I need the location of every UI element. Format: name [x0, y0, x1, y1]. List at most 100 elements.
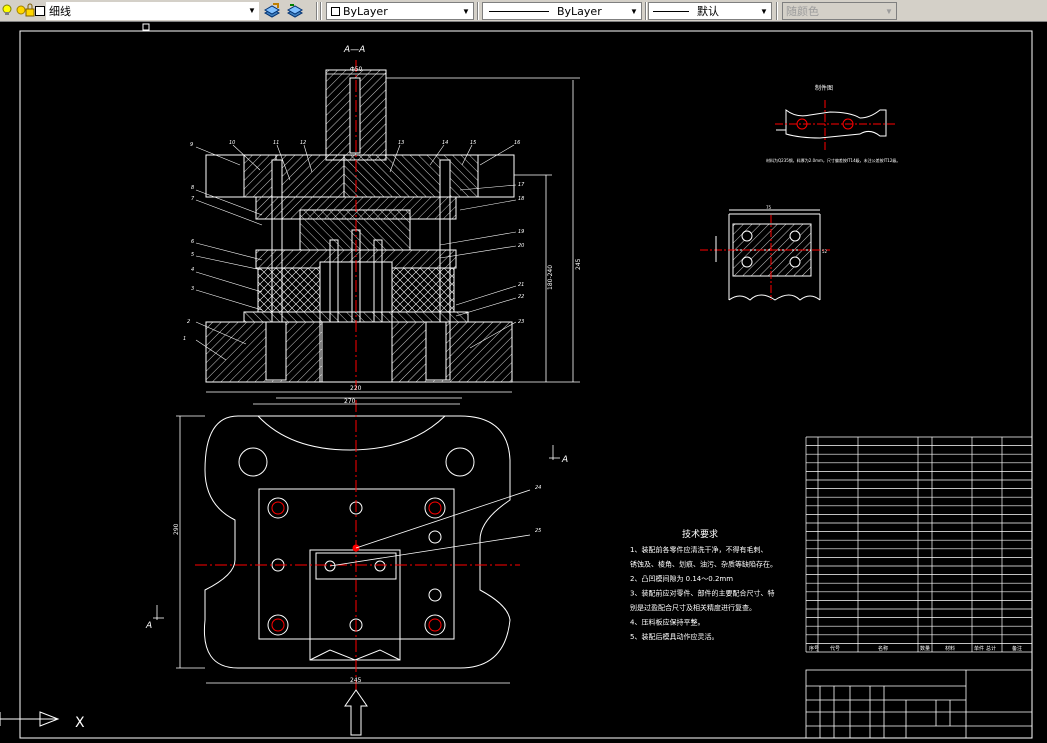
- tech-requirements-list: 1、装配前各零件应清洗干净，不得有毛刺、锈蚀及、棱角、划痕、油污、杂质等缺陷存在…: [630, 545, 777, 641]
- section-marker-right: A: [561, 455, 568, 465]
- base-width-dim: 220: [350, 385, 362, 392]
- bill-of-materials: 序号 代号 名称 数量 材料 单件总计 备注: [805, 436, 1033, 653]
- part-callout: 17: [518, 182, 525, 188]
- workpiece-width-dim: 75: [766, 205, 772, 210]
- bom-header-cell: 单件: [974, 645, 984, 652]
- layer-dropdown[interactable]: 细线 ▼: [46, 2, 259, 20]
- part-callout: 7: [191, 196, 195, 202]
- top-width-dim: Φ50: [350, 66, 363, 73]
- tech-note-line: 别是过盈配合尺寸及相关精度进行复查。: [630, 603, 756, 612]
- toolbar-separator: [477, 2, 479, 20]
- part-callout: 10: [229, 140, 235, 146]
- height-dim-inner: 180-240: [547, 265, 554, 290]
- toolbar-separator: [645, 2, 647, 20]
- tech-note-line: 5、装配后模具动作应灵活。: [630, 632, 718, 641]
- lightbulb-icon[interactable]: [2, 4, 12, 16]
- linetype-dropdown[interactable]: ByLayer ▼: [482, 2, 642, 20]
- lineweight-label: 默认: [697, 5, 719, 18]
- part-callout: 20: [518, 243, 524, 249]
- part-callout: 13: [398, 140, 404, 146]
- plan-bottom-dim: 245: [350, 677, 362, 684]
- part-callout: 18: [518, 196, 524, 202]
- plan-dimensions: [153, 403, 560, 684]
- part-callout: 1: [183, 336, 186, 342]
- bom-header-cell: 材料: [945, 645, 955, 652]
- toolbar-separator: [776, 2, 778, 20]
- canvas-background: [0, 22, 1047, 743]
- bom-header-cell: 备注: [1012, 645, 1022, 652]
- chevron-down-icon[interactable]: ▼: [248, 5, 256, 15]
- color-swatch: [331, 6, 340, 16]
- title-block: [805, 669, 1033, 739]
- linetype-sample: [489, 10, 549, 12]
- section-label: A—A: [343, 45, 365, 55]
- plan-top-dim: 270: [344, 398, 356, 405]
- toolbar-separator: [316, 2, 318, 20]
- lineweight-sample: [653, 10, 689, 12]
- part-callout: 15: [470, 140, 476, 146]
- layer-name: 细线: [49, 5, 71, 18]
- part-callouts-left: 9 10 11 12 8 7 6 5 4 3 2 1: [183, 140, 306, 342]
- callout-25: 25: [535, 528, 541, 534]
- tech-requirements-title: 技术要求: [682, 528, 718, 540]
- chevron-down-icon[interactable]: ▼: [760, 6, 768, 16]
- ucs-icon: [0, 711, 60, 727]
- plan-side-dim: 290: [173, 523, 180, 535]
- part-callout: 6: [191, 239, 194, 245]
- part-callout: 2: [187, 319, 190, 325]
- part-callout: 3: [191, 286, 194, 292]
- chevron-down-icon: ▼: [885, 6, 893, 16]
- bom-header-cell: 数量: [920, 645, 930, 652]
- lock-icon[interactable]: [25, 3, 35, 17]
- bom-header-cell: 序号: [809, 645, 819, 652]
- part-callout: 19: [518, 229, 524, 235]
- part-callout: 16: [514, 140, 520, 146]
- height-dim-outer: 245: [575, 258, 582, 270]
- plotstyle-dropdown: 随颜色 ▼: [782, 2, 897, 20]
- lineweight-dropdown[interactable]: 默认 ▼: [648, 2, 772, 20]
- bom-header-cell: 名称: [878, 645, 888, 652]
- color-label: ByLayer: [343, 4, 388, 18]
- part-callout: 23: [518, 319, 524, 325]
- workpiece-note: 材料为Q235钢，料厚为2.0mm，尺寸偏差按IT14级，未注公差按IT12级。: [766, 157, 900, 163]
- plan-view: [195, 400, 520, 690]
- part-callout: 4: [191, 267, 194, 273]
- callout-24: 24: [535, 485, 541, 491]
- layer-color-swatch: [35, 6, 45, 16]
- linetype-label: ByLayer: [557, 4, 602, 18]
- view-direction-arrow: [344, 689, 368, 736]
- section-marker-left: A: [145, 621, 152, 631]
- tech-note-line: 锈蚀及、棱角、划痕、油污、杂质等缺陷存在。: [630, 560, 777, 569]
- chevron-down-icon[interactable]: ▼: [630, 6, 638, 16]
- bom-header-cell: 总计: [986, 645, 996, 652]
- tech-note-line: 4、压料板应保持平整。: [630, 618, 704, 627]
- grip-marker: [142, 23, 150, 31]
- tech-note-line: 1、装配前各零件应清洗干净，不得有毛刺、: [630, 545, 767, 554]
- part-callout: 11: [273, 140, 279, 146]
- toolbar-separator: [320, 2, 322, 20]
- bom-header-cell: 代号: [830, 645, 840, 652]
- tech-note-line: 2、凸凹模间隙为 0.14～0.2mm: [630, 574, 733, 583]
- plotstyle-label: 随颜色: [786, 5, 819, 18]
- color-dropdown[interactable]: ByLayer ▼: [326, 2, 474, 20]
- chevron-down-icon[interactable]: ▼: [462, 6, 470, 16]
- make-object-layer-current-icon[interactable]: [263, 2, 281, 20]
- properties-toolbar: 细线 ▼ ByLayer ▼ ByLayer ▼ 默认 ▼ 随颜色 ▼: [0, 0, 1047, 22]
- part-callout: 12: [300, 140, 306, 146]
- workpiece-height-dim: 52: [822, 249, 828, 254]
- part-callout: 9: [190, 142, 193, 148]
- callout-leaders: [195, 144, 517, 361]
- workpiece-view: [775, 100, 895, 150]
- drawing-border: [19, 30, 1033, 739]
- bom-header: 序号 代号 名称 数量 材料 单件总计 备注: [809, 645, 1022, 652]
- part-callout: 21: [518, 282, 524, 288]
- layer-previous-icon[interactable]: [286, 2, 304, 20]
- section-dimensions: [206, 73, 580, 399]
- tech-note-line: 3、装配前应对零件、部件的主要配合尺寸、特: [630, 589, 774, 598]
- sun-freeze-icon[interactable]: [15, 3, 27, 17]
- part-callout: 5: [191, 252, 194, 258]
- ucs-x-label: X: [75, 715, 85, 731]
- part-callout: 8: [191, 185, 194, 191]
